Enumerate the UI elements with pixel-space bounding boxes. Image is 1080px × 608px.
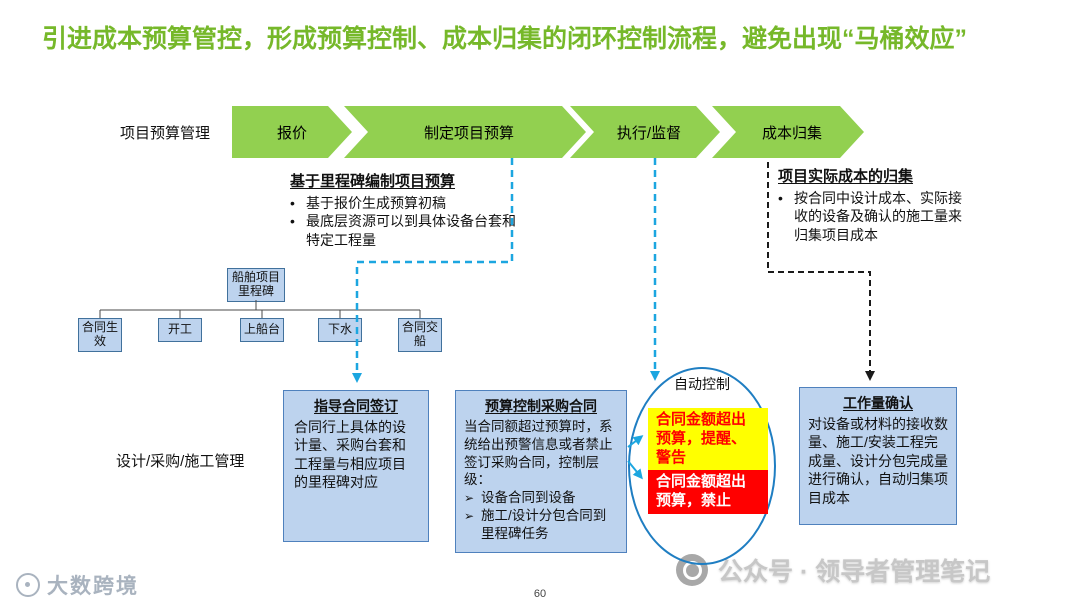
workload-confirm-box: 工作量确认 对设备或材料的接收数量、施工/安装工程完成量、设计分包完成量进行确认… xyxy=(799,387,957,525)
milestone-item-on-slipway: 上船台 xyxy=(240,318,284,342)
lane-label-project-budget: 项目预算管理 xyxy=(120,125,211,142)
budget-note-title: 基于里程碑编制项目预算 xyxy=(290,173,456,190)
budget-control-bullet: 施工/设计分包合同到里程碑任务 xyxy=(464,507,618,543)
budget-control-body: 当合同额超过预算时，系统给出预警信息或者禁止签订采购合同，控制层级： xyxy=(464,419,613,488)
workload-confirm-title: 工作量确认 xyxy=(843,395,913,411)
process-step-make-budget-label: 制定项目预算 xyxy=(423,124,514,142)
watermark-left: 大数跨境 xyxy=(16,570,139,600)
process-step-make-budget: 制定项目预算 xyxy=(344,106,586,158)
watermark-left-text: 大数跨境 xyxy=(47,575,139,598)
dashukuajing-logo-icon xyxy=(16,573,40,597)
process-step-quote-label: 报价 xyxy=(276,124,307,142)
milestone-item-contract-effective: 合同生效 xyxy=(78,318,122,352)
slide-title: 引进成本预算管控，形成预算控制、成本归集的闭环控制流程，避免出现“马桶效应” xyxy=(42,25,968,53)
process-step-quote: 报价 xyxy=(232,106,352,158)
budget-note-bullet: 基于报价生成预算初稿 xyxy=(290,194,518,212)
warning-box: 合同金额超出预算，提醒、警告 xyxy=(648,408,768,471)
budget-note-bullet: 最底层资源可以到具体设备台套和特定工程量 xyxy=(290,212,518,249)
page-number: 60 xyxy=(533,588,547,600)
budget-note: 基于里程碑编制项目预算 基于报价生成预算初稿 最底层资源可以到具体设备台套和特定… xyxy=(290,170,518,249)
budget-note-bullets: 基于报价生成预算初稿 最底层资源可以到具体设备台套和特定工程量 xyxy=(290,194,518,249)
budget-control-bullets: 设备合同到设备 施工/设计分包合同到里程碑任务 xyxy=(464,489,618,542)
contract-guide-box: 指导合同签订 合同行上具体的设计量、采购台套和工程量与相应项目的里程碑对应 xyxy=(283,390,429,542)
cost-note-bullet: 按合同中设计成本、实际接收的设备及确认的施工量来归集项目成本 xyxy=(778,189,966,244)
milestone-item-start-work: 开工 xyxy=(158,318,202,342)
cost-note-bullets: 按合同中设计成本、实际接收的设备及确认的施工量来归集项目成本 xyxy=(778,189,966,244)
auto-control-label: 自动控制 xyxy=(674,376,730,392)
milestone-item-launch: 下水 xyxy=(318,318,362,342)
forbid-box: 合同金额超出预算，禁止 xyxy=(648,470,768,514)
workload-confirm-body: 对设备或材料的接收数量、施工/安装工程完成量、设计分包完成量进行确认，自动归集项… xyxy=(808,416,948,506)
budget-control-title: 预算控制采购合同 xyxy=(485,398,597,414)
milestone-tree-lines xyxy=(99,300,421,318)
lane-label-design-procure-build: 设计/采购/施工管理 xyxy=(116,453,245,470)
milestone-root: 船舶项目里程碑 xyxy=(227,268,285,302)
process-step-execute-supervise: 执行/监督 xyxy=(570,106,720,158)
contract-guide-body: 合同行上具体的设计量、采购台套和工程量与相应项目的里程碑对应 xyxy=(294,419,406,491)
contract-guide-title: 指导合同签订 xyxy=(314,398,398,414)
process-step-cost-collection: 成本归集 xyxy=(712,106,864,158)
process-step-cost-collection-label: 成本归集 xyxy=(761,124,822,142)
budget-control-box: 预算控制采购合同 当合同额超过预算时，系统给出预警信息或者禁止签订采购合同，控制… xyxy=(455,390,627,553)
watermark-right-text: 公众号 · 领导者管理笔记 xyxy=(718,558,991,586)
cost-note-title: 项目实际成本的归集 xyxy=(778,168,914,185)
cost-note: 项目实际成本的归集 按合同中设计成本、实际接收的设备及确认的施工量来归集项目成本 xyxy=(778,165,966,244)
budget-control-bullet: 设备合同到设备 xyxy=(464,489,618,507)
process-step-execute-supervise-label: 执行/监督 xyxy=(616,124,682,142)
milestone-item-delivery: 合同交船 xyxy=(398,318,442,352)
